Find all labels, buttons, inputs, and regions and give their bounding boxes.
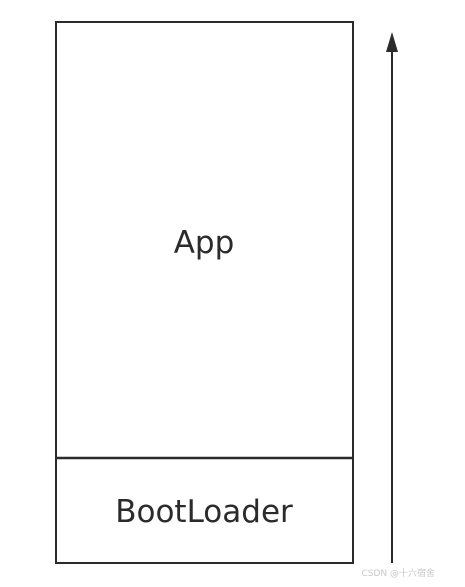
upward-arrow-head-icon [386, 32, 398, 52]
app-block-label: App [174, 225, 235, 261]
watermark-text: CSDN @十六宿舍 [361, 569, 435, 579]
stack-outer-box [55, 21, 354, 564]
bootloader-block-label: BootLoader [115, 494, 293, 530]
